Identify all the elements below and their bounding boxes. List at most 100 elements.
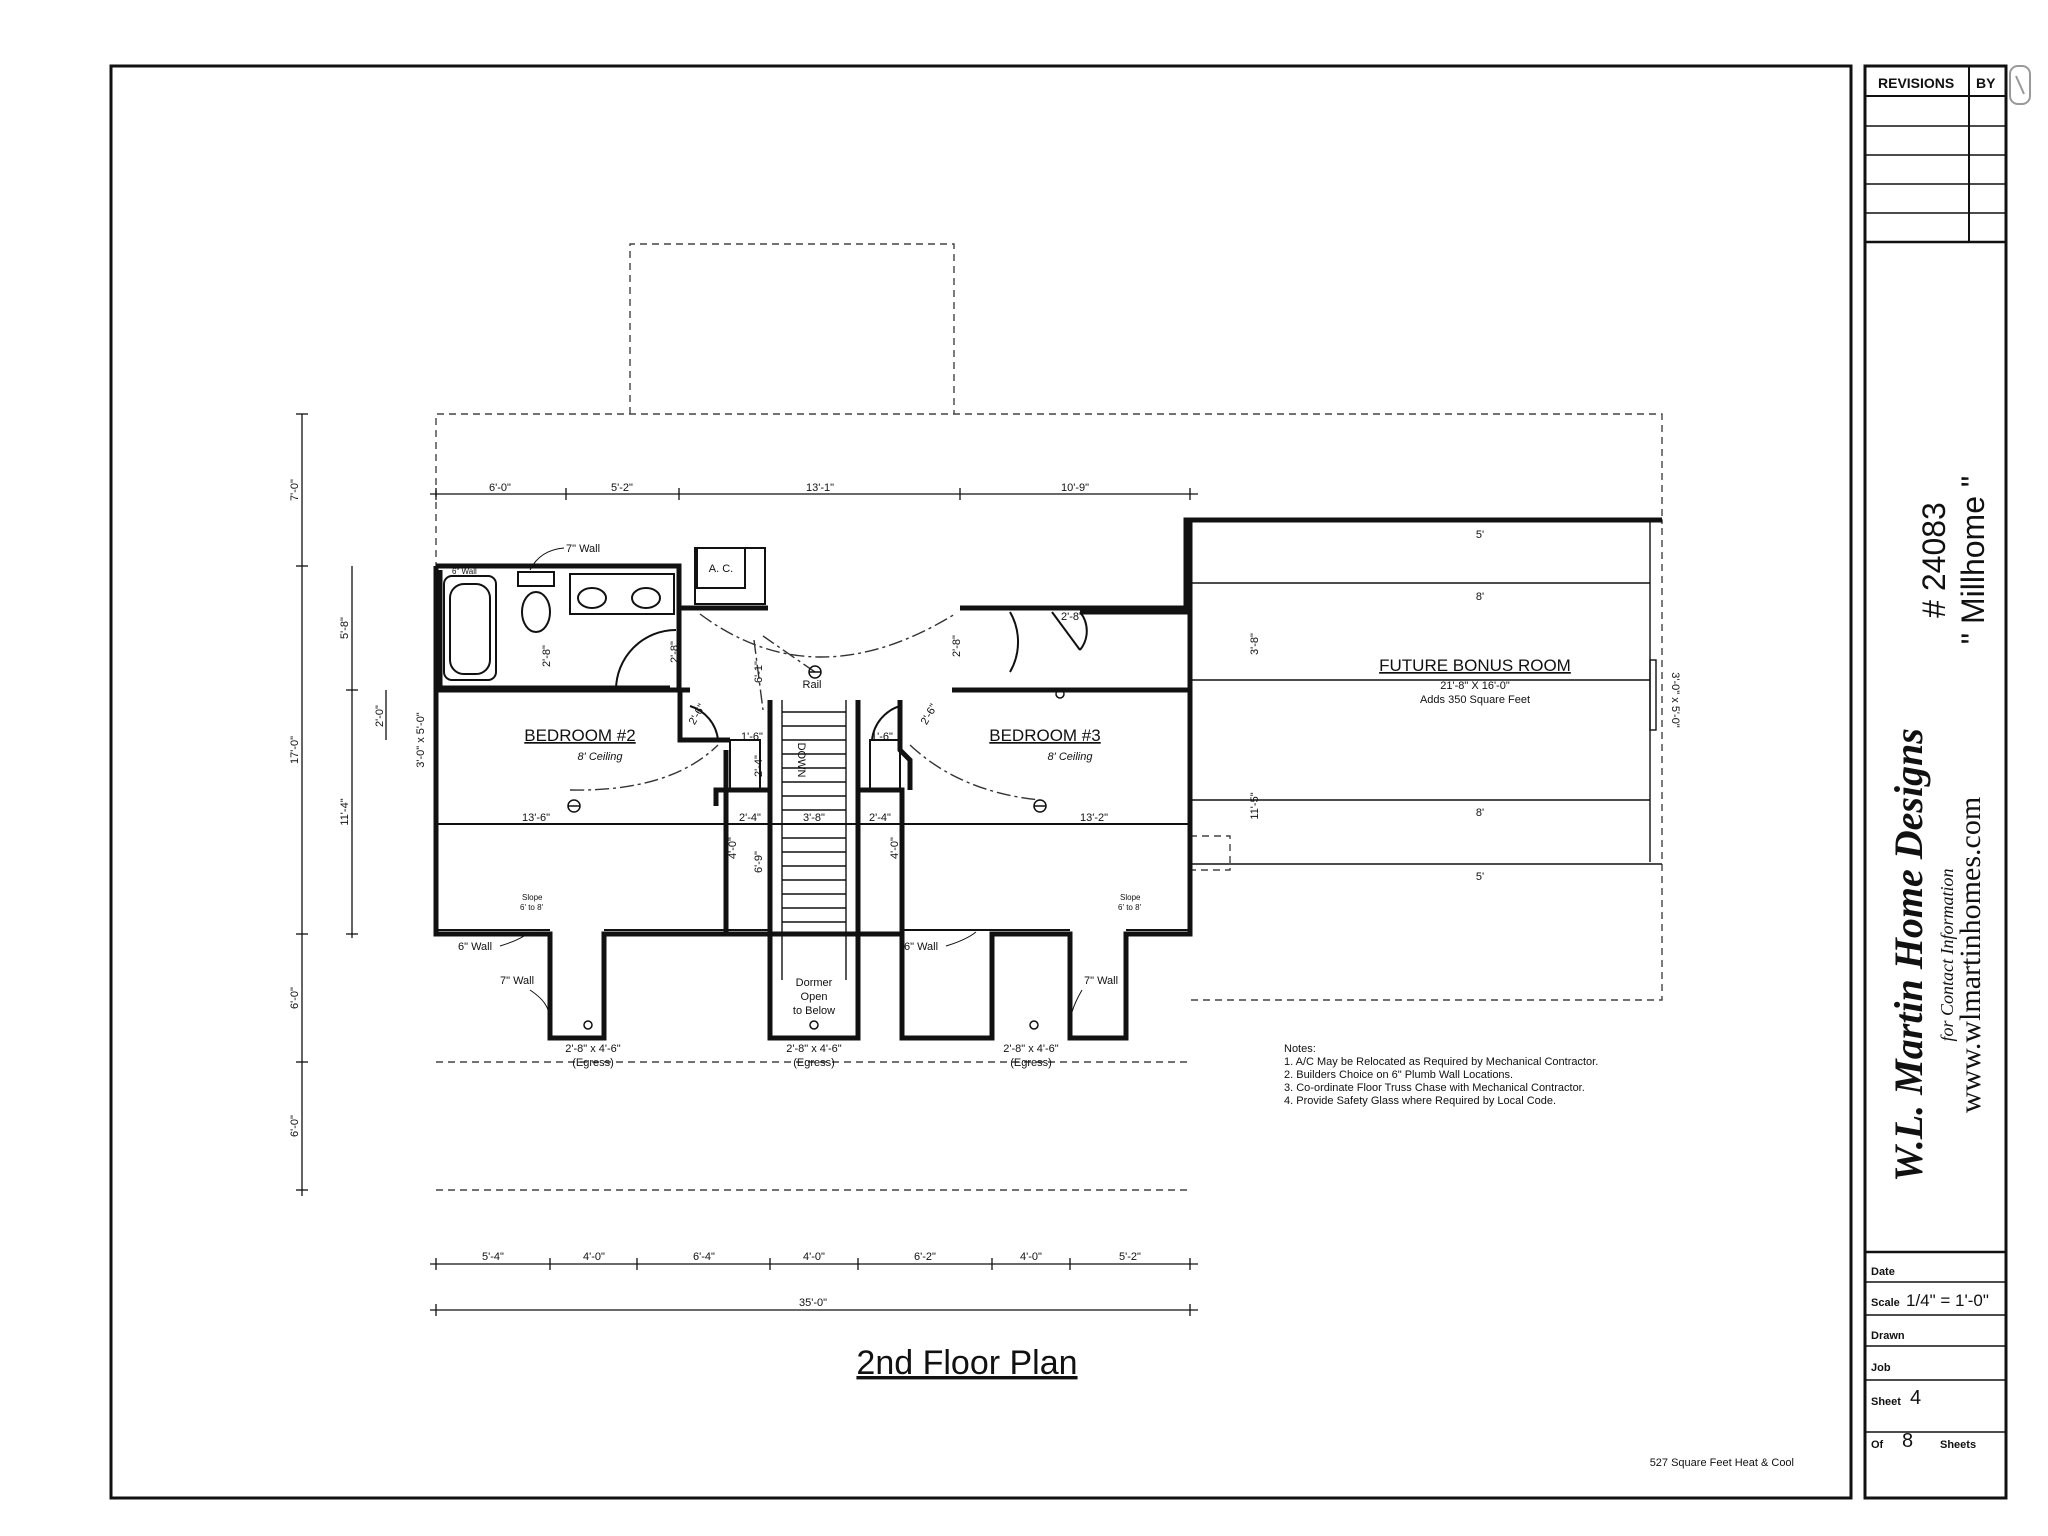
window-3-size: 2'-8" x 4'-6" [1003,1043,1059,1055]
dim-overall: 35'-0" [799,1297,827,1309]
stair [781,700,847,980]
window-2-egress: (Egress) [793,1057,835,1069]
dim-hall-door-left: 2'-8" [669,641,681,663]
wall-note-7-top: 7" Wall [566,543,600,555]
bonus-room-size: 21'-8" X 16'-0" [1440,680,1510,692]
dim-left-inner-2: 11'-4" [339,798,351,825]
window-1-size: 2'-8" x 4'-6" [565,1043,621,1055]
dim-left-3: 6'-0" [289,987,301,1009]
stair-down-label: DOWN [795,743,807,778]
dim-hall-width: 6'-1" [753,661,765,683]
slope-left-2: 6' to 8' [520,903,544,912]
dimension-text: 6'-0" 5'-2" 13'-1" 10'-9" 5'-4" 4'-0" 6'… [289,479,1681,1309]
light-fixtures [567,665,1065,1030]
window-side-left: 3'-0" x 5'-0" [415,712,427,768]
dim-closet-door: 2'-8" [1061,611,1083,623]
note-2: 2. Builders Choice on 6" Plumb Wall Loca… [1284,1069,1513,1081]
dim-bonus-upper: 3'-8" [1249,633,1261,655]
dim-top-3: 13'-1" [806,482,834,494]
dim-bottom-2: 4'-0" [583,1251,605,1263]
wall-note-7-right: 7" Wall [1084,975,1118,987]
dim-angle-right: 2'-6" [919,702,940,727]
dim-left-4: 6'-0" [289,1115,301,1137]
bedroom3-ceiling: 8' Ceiling [1048,751,1094,763]
job-name: " Millhome " [1955,476,1991,645]
dim-bottom-6: 4'-0" [1020,1251,1042,1263]
dim-alcove-left-depth: 4'-0" [727,837,739,859]
dim-bottom-4: 4'-0" [803,1251,825,1263]
dim-top-4: 10'-9" [1061,482,1089,494]
dim-top-2: 5'-2" [611,482,633,494]
bonus-room-note: Adds 350 Square Feet [1420,694,1530,706]
egress-labels: 2'-8" x 4'-6" (Egress) 2'-8" x 4'-6" (Eg… [565,1043,1059,1069]
dim-bonus-lower: 11'-5" [1249,792,1261,819]
area-note: 527 Square Feet Heat & Cool [1650,1457,1794,1469]
dim-bath-door: 2'-8" [541,645,553,667]
general-notes: Notes: 1. A/C May be Relocated as Requir… [1284,1043,1598,1107]
bonus-dim-8-top: 8' [1476,591,1484,603]
website: www.wlmartinhomes.com [1954,797,1987,1113]
window-2-size: 2'-8" x 4'-6" [786,1043,842,1055]
slope-right-1: Slope [1120,893,1141,902]
dim-hall-door-right: 2'-8" [951,635,963,657]
scale-value: 1/4" = 1'-0" [1906,1291,1989,1310]
dim-closet-depth: 2'-4" [753,755,765,777]
bonus-room-outline [1186,519,1662,865]
date-label: Date [1871,1266,1895,1278]
dim-top-1: 6'-0" [489,482,511,494]
bedroom2-name: BEDROOM #2 [524,726,635,745]
dim-bedroom3-width: 13'-2" [1080,812,1108,824]
of-label: Of [1871,1439,1884,1451]
drawing-border [109,64,1853,1500]
bedroom3-name: BEDROOM #3 [989,726,1100,745]
window-1-egress: (Egress) [572,1057,614,1069]
of-value: 8 [1902,1430,1913,1452]
wall-note-6-right: 6" Wall [904,941,938,953]
job-label: Job [1871,1362,1891,1374]
dim-stair-width: 3'-8" [803,812,825,824]
slope-left-1: Slope [522,893,543,902]
electrical-leads [569,613,1041,801]
contact-note: for Contact Information [1937,868,1957,1041]
scale-label: Scale [1871,1297,1900,1309]
sheets-label: Sheets [1940,1439,1976,1451]
dim-bottom-3: 6'-4" [693,1251,715,1263]
wall-note-6-bath: 6" Wall [452,567,477,576]
bonus-dim-8-bottom: 8' [1476,807,1484,819]
job-number: # 24083 [1916,502,1952,618]
bonus-room-name: FUTURE BONUS ROOM [1379,656,1571,675]
logo-mark [2009,65,2031,105]
revisions-header: REVISIONS [1878,75,1954,91]
wall-notes: 7" Wall 6" Wall 6" Wall 7" Wall 6" Wall … [452,543,1142,1013]
dim-closet-left: 1'-6" [741,731,763,743]
rail-label: Rail [803,679,822,691]
slope-right-2: 6' to 8' [1118,903,1142,912]
dim-alcove-right-depth: 4'-0" [889,837,901,859]
dim-bottom-7: 5'-2" [1119,1251,1141,1263]
bonus-dim-5-top: 5' [1476,529,1484,541]
title-block: REVISIONS BY # 24083 " Millhome " W.L. M… [1863,64,2008,1500]
dim-bedroom2-width: 13'-6" [522,812,550,824]
sheet-label: Sheet [1871,1396,1901,1408]
drawn-label: Drawn [1871,1330,1905,1342]
dim-left-2: 17'-0" [289,736,301,764]
sheet-value: 4 [1910,1387,1921,1409]
wall-note-6-left: 6" Wall [458,941,492,953]
dimension-lines [296,413,1198,1316]
wall-note-7-left: 7" Wall [500,975,534,987]
dim-closet-right: 1'-6" [871,731,893,743]
bonus-dim-5-bottom: 5' [1476,871,1484,883]
dim-left-inner-1: 5'-8" [339,617,351,639]
room-labels: BEDROOM #2 8' Ceiling BEDROOM #3 8' Ceil… [524,563,1571,1017]
dim-alcove-height: 6'-9" [753,851,765,873]
dim-right-alcove: 2'-4" [869,812,891,824]
dormer-line-3: to Below [793,1005,835,1017]
plan-title: 2nd Floor Plan [856,1344,1077,1382]
dormer-line-1: Dormer [796,977,833,989]
note-4: 4. Provide Safety Glass where Required b… [1284,1095,1556,1107]
dim-two-zero: 2'-0" [374,705,386,727]
dim-left-1: 7'-0" [289,479,301,501]
note-1: 1. A/C May be Relocated as Required by M… [1284,1056,1598,1068]
dormer-line-2: Open [801,991,828,1003]
